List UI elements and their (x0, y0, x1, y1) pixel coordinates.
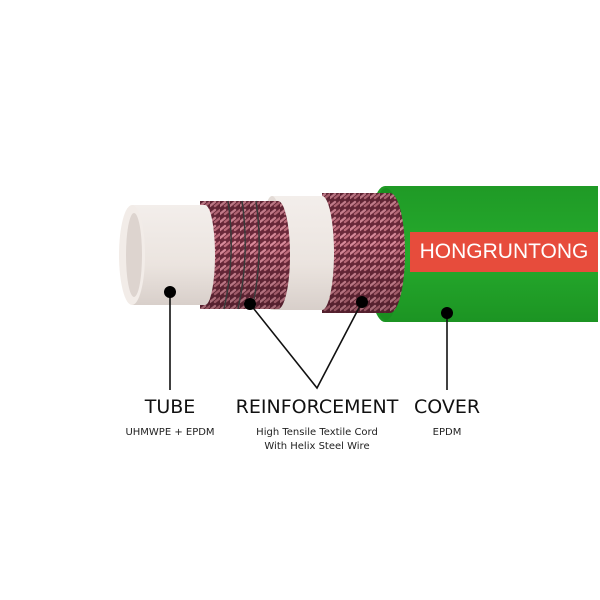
reinforcement-subtitle-1: High Tensile Textile Cord (256, 427, 378, 438)
cover-title: COVER (413, 396, 481, 418)
tube-subtitle: UHMWPE + EPDM (125, 427, 215, 438)
cover-subtitle: EPDM (432, 427, 462, 438)
tube-layer (119, 205, 215, 305)
reinforcement-label: REINFORCEMENT High Tensile Textile Cord … (227, 396, 407, 454)
reinforcement-callout-line (249, 301, 363, 390)
inner-braid-marker-dot (244, 298, 256, 310)
tube-label: TUBE UHMWPE + EPDM (110, 396, 230, 440)
outer-braid-layer (322, 193, 405, 313)
callout-lines (169, 292, 448, 390)
tube-title: TUBE (144, 396, 196, 418)
tube-marker-dot (164, 286, 176, 298)
cover-marker-dot (441, 307, 453, 319)
outer-braid-marker-dot (356, 296, 368, 308)
inner-braid-layer (200, 200, 290, 310)
cover-label: COVER EPDM (400, 396, 494, 440)
reinforcement-title: REINFORCEMENT (235, 396, 399, 418)
brand-name: HONGRUNTONG (419, 240, 589, 263)
reinforcement-subtitle-2: With Helix Steel Wire (264, 441, 370, 452)
brand-band: HONGRUNTONG (410, 232, 598, 272)
